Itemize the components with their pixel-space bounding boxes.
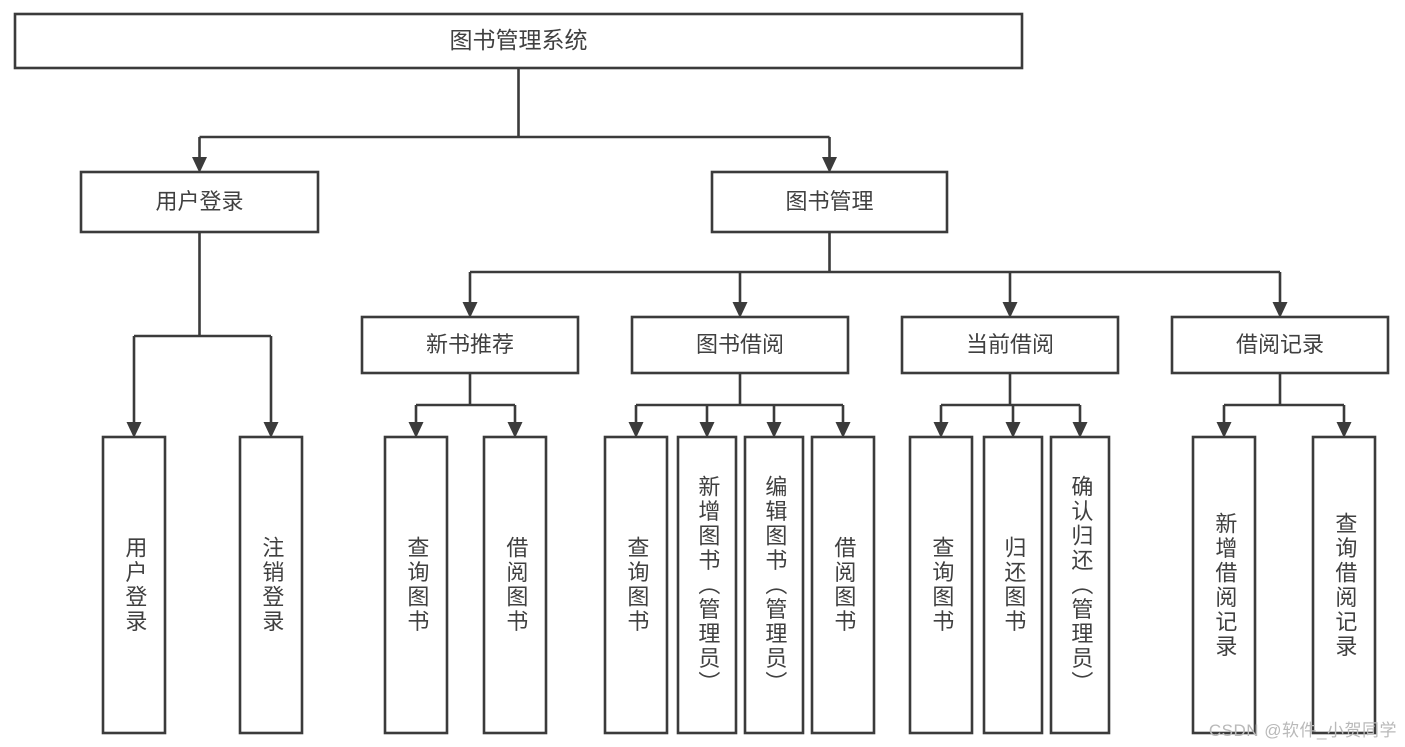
node-level2-0-label: 用户登录 [155,189,243,214]
arrow-to-level3-0 [462,302,478,318]
node-level3-0[interactable] [360,315,580,375]
node-level3-3[interactable] [1170,315,1390,375]
node-level2-1-label: 图书管理 [785,189,873,214]
node-level2-0[interactable] [79,170,320,234]
node-leaf-2-0[interactable] [603,435,669,735]
node-leaf-2-3[interactable] [810,435,876,735]
node-leaf-2-2[interactable] [743,435,805,735]
arrow-to-leaf-1-0 [408,422,424,438]
arrow-to-leaf-0-1 [263,422,279,438]
node-root-label: 图书管理系统 [450,27,588,53]
arrow-to-level3-2 [1002,302,1018,318]
node-level3-2[interactable] [900,315,1120,375]
arrow-to-leaf-2-1 [699,422,715,438]
node-leaf-1-0[interactable] [383,435,449,735]
arrow-to-level2-1 [822,157,837,173]
node-leaf-2-1[interactable] [676,435,738,735]
arrow-to-leaf-3-1 [1005,422,1021,438]
arrow-to-leaf-4-1 [1336,422,1352,438]
node-leaf-3-1[interactable] [982,435,1044,735]
node-level3-2-label: 当前借阅 [966,332,1054,357]
arrow-to-leaf-4-0 [1216,422,1232,438]
node-level3-3-label: 借阅记录 [1236,332,1324,357]
node-level3-0-label: 新书推荐 [426,332,514,357]
csdn-watermark: CSDN @软件_小贺同学 [1208,721,1397,740]
node-leaf-4-0[interactable] [1191,435,1257,735]
arrow-to-leaf-2-0 [628,422,644,438]
node-box-layer [13,12,1390,735]
node-root[interactable] [13,12,1024,70]
node-leaf-3-0[interactable] [908,435,974,735]
arrow-to-leaf-2-2 [766,422,782,438]
node-level3-1-label: 图书借阅 [696,332,784,357]
node-level3-1[interactable] [630,315,850,375]
node-leaf-0-1[interactable] [238,435,304,735]
node-leaf-1-1[interactable] [482,435,548,735]
arrow-to-leaf-1-1 [507,422,523,438]
node-level2-1[interactable] [710,170,949,234]
arrow-to-leaf-3-2 [1072,422,1088,438]
node-leaf-0-0[interactable] [101,435,167,735]
node-leaf-4-1[interactable] [1311,435,1377,735]
arrow-to-leaf-2-3 [835,422,851,438]
arrow-to-level2-0 [192,157,207,173]
arrow-to-level3-1 [732,302,748,318]
arrow-to-leaf-0-0 [126,422,142,438]
arrow-to-leaf-3-0 [933,422,949,438]
arrow-to-level3-3 [1272,302,1288,318]
node-leaf-3-2[interactable] [1049,435,1111,735]
connector-layer [126,68,1352,438]
